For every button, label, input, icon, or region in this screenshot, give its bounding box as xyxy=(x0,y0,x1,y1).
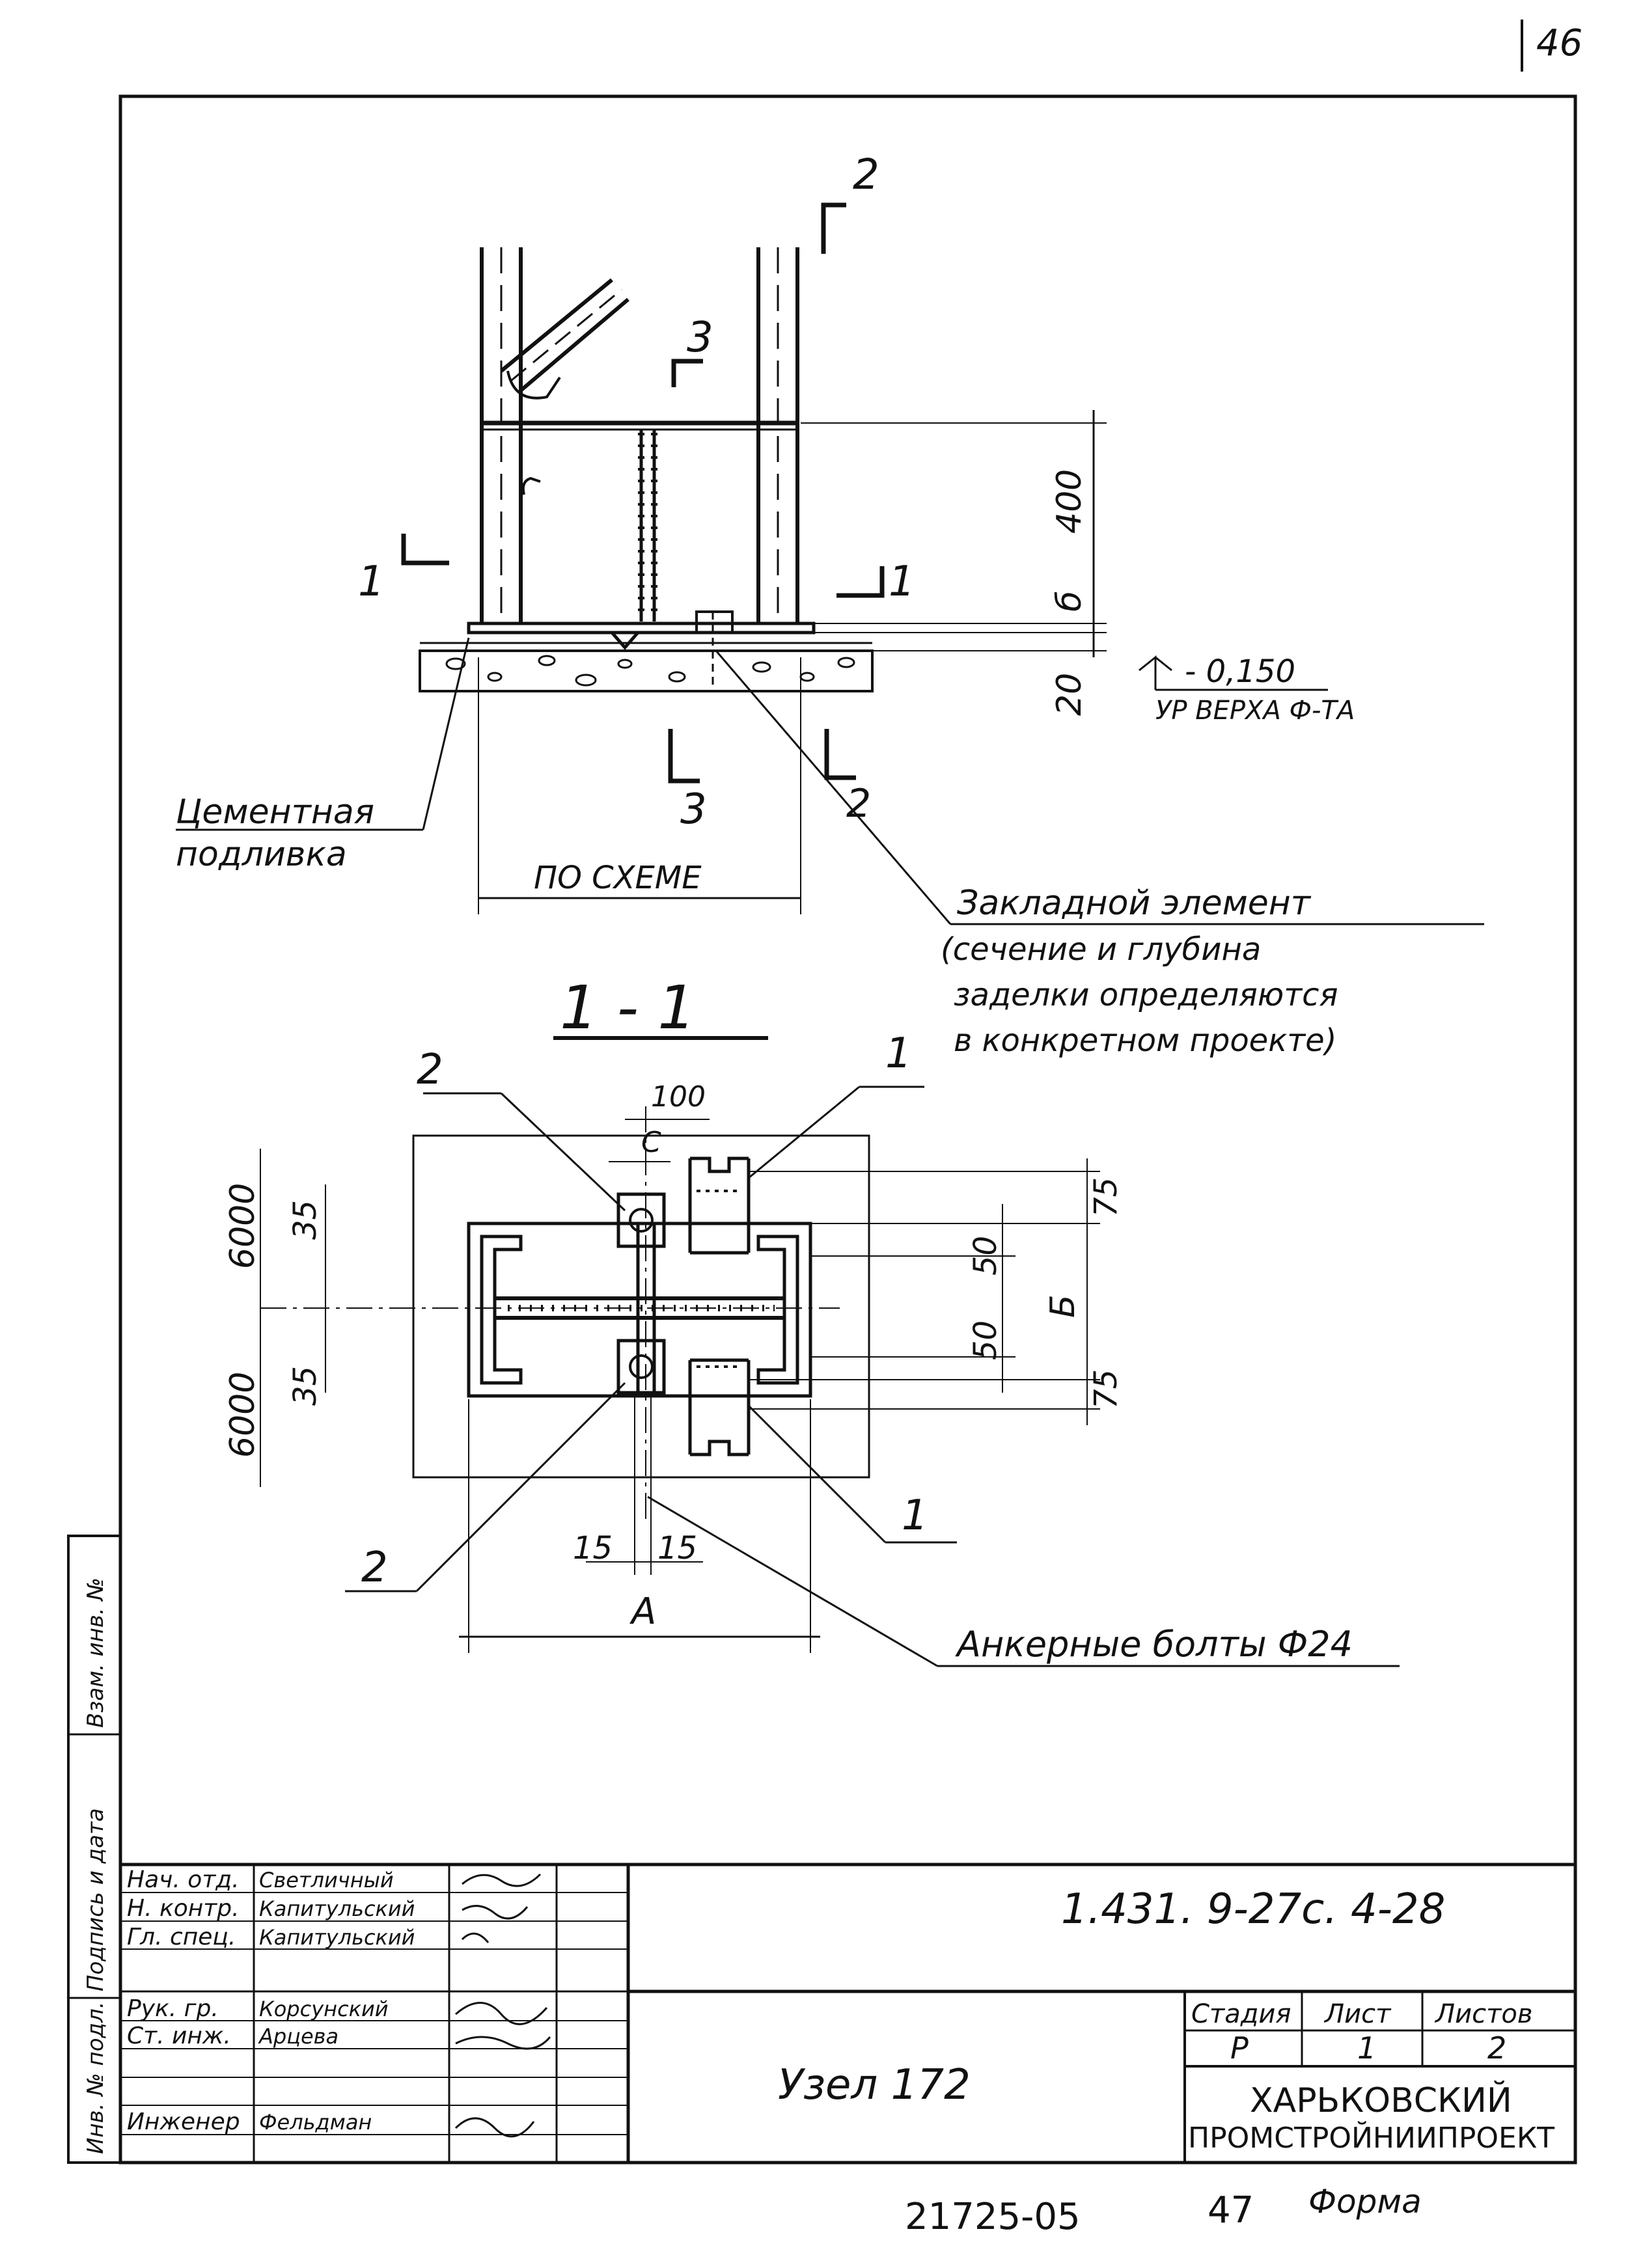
role-6: Инженер xyxy=(127,2109,240,2135)
title-block: Нач. отд. Н. контр. Гл. спец. Рук. гр. С… xyxy=(118,1863,1577,2165)
side-stamp-field-3: Взам. инв. № xyxy=(83,1578,109,1728)
dim-6000-top: 6000 xyxy=(223,1183,262,1269)
stage-value: Р xyxy=(1230,2030,1249,2066)
name-4: Арцева xyxy=(258,2024,338,2049)
role-4: Ст. инж. xyxy=(127,2023,231,2049)
dim-6000-bottom: 6000 xyxy=(223,1372,262,1458)
section-mark-1-left: 1 xyxy=(358,558,385,606)
plan-label-1-top: 1 xyxy=(885,1030,912,1078)
dim-15-left: 15 xyxy=(573,1530,613,1566)
name-3: Корсунский xyxy=(259,1997,389,2021)
dim-50-bottom: 50 xyxy=(967,1320,1004,1360)
name-6: Фельдман xyxy=(259,2110,372,2135)
embedded-line-4: в конкретном проекте) xyxy=(954,1022,1336,1059)
sheet-value: 1 xyxy=(1357,2030,1376,2066)
dim-75-top: 75 xyxy=(1088,1177,1124,1217)
role-2: Гл. спец. xyxy=(127,1924,236,1950)
dim-b: Б xyxy=(1043,1294,1083,1318)
org-line-2: ПРОМСТРОЙНИИПРОЕКТ xyxy=(1188,2120,1554,2155)
name-0: Светличный xyxy=(259,1868,394,1892)
dim-35-top: 35 xyxy=(287,1200,324,1240)
node-title: Узел 172 xyxy=(778,2061,971,2109)
plan-section-1-1: 1 - 1 2 1 2 xyxy=(223,973,1400,1667)
dim-c: С xyxy=(641,1126,661,1159)
dim-15-right: 15 xyxy=(657,1530,697,1566)
dim-400: 400 xyxy=(1050,469,1089,534)
span-label: ПО СХЕМЕ xyxy=(534,860,702,896)
plan-label-2-top: 2 xyxy=(417,1046,443,1094)
level-value: - 0,150 xyxy=(1185,653,1295,690)
sheet-header: Лист xyxy=(1323,1999,1392,2029)
role-3: Рук. гр. xyxy=(127,1995,219,2022)
dim-75-bottom: 75 xyxy=(1088,1369,1124,1409)
signatures xyxy=(454,1873,551,2138)
sheets-value: 2 xyxy=(1487,2030,1506,2066)
section-mark-2-top: 2 xyxy=(853,151,879,199)
sheets-header: Листов xyxy=(1434,1999,1532,2029)
plan-label-2-bottom: 2 xyxy=(361,1544,388,1592)
dim-35-bottom: 35 xyxy=(287,1366,324,1406)
embedded-line-3: заделки определяются xyxy=(954,977,1338,1013)
name-2: Капитульский xyxy=(259,1925,415,1950)
bottom-sheet-no: 47 xyxy=(1208,2189,1254,2232)
page-number: 46 xyxy=(1536,22,1582,64)
bottom-note: 21725-05 xyxy=(905,2196,1081,2238)
cement-label-line-2: подливка xyxy=(176,835,347,874)
side-stamp-field-2: Подпись и дата xyxy=(83,1808,109,1991)
bottom-form: Форма xyxy=(1308,2183,1422,2220)
cement-label-line-1: Цементная xyxy=(176,793,374,832)
section-title: 1 - 1 xyxy=(560,973,696,1043)
name-1: Капитульский xyxy=(259,1896,415,1921)
dim-20: 20 xyxy=(1050,673,1089,716)
role-1: Н. контр. xyxy=(127,1895,240,1922)
plan-label-1-bottom: 1 xyxy=(902,1492,928,1540)
dim-100: 100 xyxy=(651,1080,706,1114)
section-mark-3-top: 3 xyxy=(687,314,713,362)
anchor-label: Анкерные болты Ф24 xyxy=(955,1624,1353,1665)
org-line-1: ХАРЬКОВСКИЙ xyxy=(1250,2081,1512,2120)
section-mark-1-right: 1 xyxy=(889,558,915,606)
embedded-line-2: (сечение и глубина xyxy=(941,931,1261,968)
side-stamp-field-1: Инв. № подл. xyxy=(83,2001,109,2154)
stage-header: Стадия xyxy=(1191,1999,1291,2029)
dim-50-top: 50 xyxy=(967,1236,1004,1276)
dim-a: А xyxy=(629,1591,656,1633)
level-label: УР ВЕРХА Ф-ТА xyxy=(1155,696,1355,726)
embedded-line-1: Закладной элемент xyxy=(957,884,1312,923)
drawing-frame xyxy=(118,94,1577,2165)
section-mark-3-bottom: 3 xyxy=(680,786,707,834)
doc-code: 1.431. 9-27с. 4-28 xyxy=(1061,1885,1445,1933)
elevation-view: 2 3 1 1 3 2 400 б 20 - 0,150 УР ВЕРХА Ф-… xyxy=(176,151,1484,1059)
role-0: Нач. отд. xyxy=(127,1866,240,1893)
side-stamp: Инв. № подл. Подпись и дата Взам. инв. № xyxy=(67,1535,122,2164)
dim-6: б xyxy=(1050,591,1089,612)
section-mark-2-bottom: 2 xyxy=(846,781,871,827)
